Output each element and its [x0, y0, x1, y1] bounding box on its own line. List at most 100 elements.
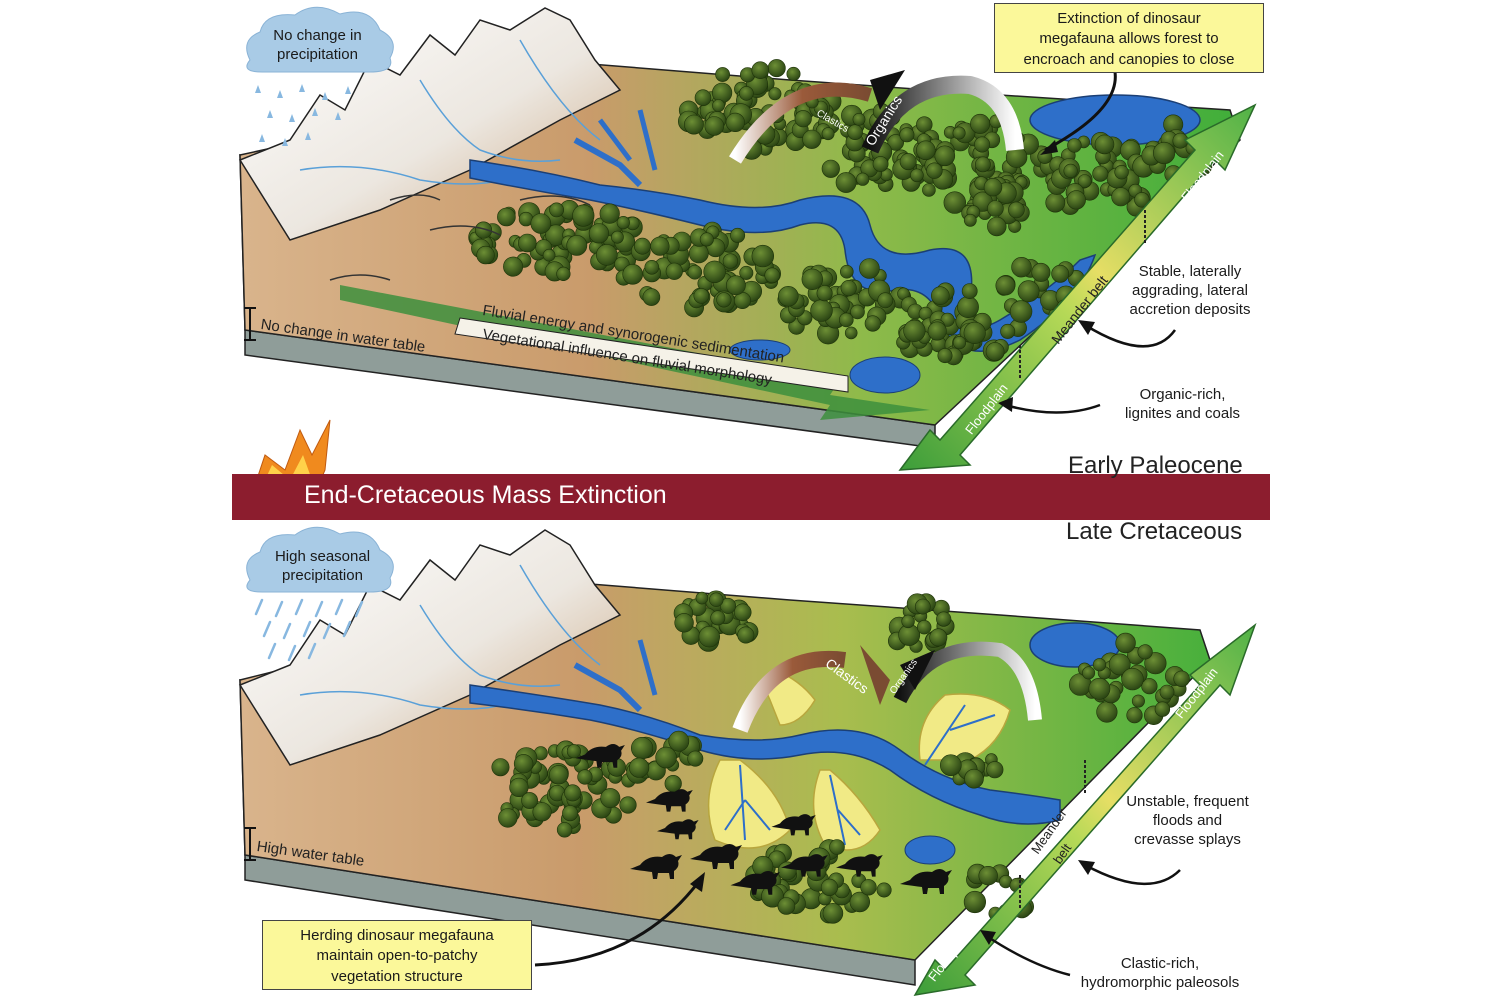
- bottom-meander-note-line-2: floods and: [1152, 811, 1223, 829]
- late-cretaceous-label: Late Cretaceous: [1066, 518, 1243, 545]
- tree-canopy-icon: [986, 761, 1004, 779]
- tree-canopy-icon: [491, 758, 510, 777]
- tree-canopy-icon: [1045, 192, 1066, 213]
- tree-canopy-icon: [595, 244, 618, 266]
- tree-canopy-icon: [1114, 165, 1129, 180]
- tree-canopy-icon: [556, 822, 573, 838]
- tree-canopy-icon: [1144, 652, 1167, 675]
- tree-canopy-icon: [914, 598, 931, 615]
- tree-canopy-icon: [1031, 262, 1051, 282]
- tree-canopy-icon: [751, 244, 774, 268]
- tree-canopy-icon: [1121, 667, 1144, 691]
- dinosaur-icon: [730, 871, 780, 895]
- top-meander-note-line-1: Stable, laterally: [1138, 263, 1242, 280]
- tree-canopy-icon: [1126, 707, 1143, 724]
- tree-canopy-icon: [1008, 201, 1025, 219]
- tree-canopy-icon: [838, 312, 854, 328]
- tree-canopy-icon: [521, 792, 539, 809]
- tree-canopy-icon: [963, 321, 986, 345]
- tree-canopy-icon: [852, 113, 866, 126]
- tree-canopy-icon: [730, 227, 746, 243]
- tree-canopy-icon: [517, 233, 537, 253]
- tree-canopy-icon: [1115, 632, 1136, 654]
- tree-canopy-icon: [751, 61, 770, 79]
- tree-canopy-icon: [694, 89, 712, 106]
- tree-canopy-icon: [840, 280, 857, 297]
- tree-canopy-icon: [957, 296, 979, 319]
- tree-canopy-icon: [1131, 694, 1145, 708]
- top-meander-note-line-2: aggrading, lateral: [1132, 281, 1248, 299]
- tree-canopy-icon: [1000, 323, 1016, 339]
- tree-canopy-icon: [1173, 670, 1190, 687]
- tree-canopy-icon: [572, 204, 595, 227]
- top-floodplain-note: Organic-rich, lignites and coals: [1100, 386, 1265, 424]
- bottom-cloud-line-2: precipitation: [282, 566, 363, 584]
- tree-canopy-icon: [1017, 280, 1040, 303]
- tree-canopy-icon: [887, 134, 905, 151]
- tree-canopy-icon: [899, 127, 915, 143]
- tree-canopy-icon: [642, 288, 661, 306]
- dinosaur-icon: [630, 854, 682, 879]
- tree-canopy-icon: [566, 744, 582, 759]
- tree-canopy-icon: [503, 256, 524, 277]
- dinosaur-icon: [575, 744, 625, 768]
- tree-canopy-icon: [821, 127, 835, 141]
- tree-canopy-icon: [564, 784, 582, 802]
- top-clastics-flux-arrow: [729, 82, 873, 164]
- tree-canopy-icon: [1082, 666, 1096, 680]
- top-floodplain-note-line-1: Organic-rich,: [1139, 386, 1226, 403]
- top-organics-flux-arrow: [861, 75, 1024, 154]
- top-floodplain-note-line-2: lignites and coals: [1124, 404, 1241, 422]
- tree-canopy-icon: [644, 259, 660, 275]
- top-axis-arrow: [898, 103, 1257, 471]
- tree-canopy-icon: [767, 59, 786, 78]
- top-callout-line-2: megafauna allows forest to: [1039, 30, 1219, 48]
- dinosaur-icon: [646, 789, 693, 812]
- bottom-callout-pointer: [534, 879, 702, 967]
- bottom-axis-arrow: [913, 622, 1257, 996]
- tree-canopy-icon: [600, 788, 621, 809]
- top-meander-note: Stable, laterally aggrading, lateral acc…: [1110, 263, 1270, 319]
- tree-canopy-icon: [513, 754, 534, 774]
- tree-canopy-icon: [1011, 257, 1032, 278]
- tree-canopy-icon: [1063, 163, 1078, 178]
- top-cloud-line-1: No change in: [273, 27, 362, 44]
- tree-canopy-icon: [556, 266, 571, 282]
- top-callout-line-3: encroach and canopies to close: [1023, 50, 1235, 68]
- tree-canopy-icon: [764, 267, 781, 284]
- tree-canopy-icon: [704, 116, 725, 136]
- top-meander-note-pointer: [1084, 323, 1177, 348]
- tree-canopy-icon: [719, 597, 736, 614]
- tree-canopy-icon: [664, 774, 682, 793]
- tree-canopy-icon: [961, 283, 978, 299]
- tree-canopy-icon: [985, 342, 1005, 361]
- bottom-callout-line-1: Herding dinosaur megafauna: [300, 927, 494, 944]
- tree-canopy-icon: [850, 304, 865, 320]
- tree-canopy-icon: [712, 99, 725, 112]
- tree-canopy-icon: [698, 625, 720, 648]
- tree-canopy-icon: [901, 614, 915, 629]
- bottom-meander-note-line-3: crevasse splays: [1134, 830, 1241, 848]
- tree-canopy-icon: [864, 315, 881, 332]
- tree-canopy-icon: [1094, 134, 1115, 155]
- tree-canopy-icon: [588, 223, 610, 244]
- tree-canopy-icon: [822, 902, 844, 924]
- tree-canopy-icon: [1137, 644, 1153, 660]
- tree-canopy-icon: [1077, 174, 1092, 188]
- top-cloud-label: No change in precipitation: [255, 27, 380, 65]
- tree-canopy-icon: [549, 202, 564, 218]
- tree-canopy-icon: [839, 264, 854, 279]
- tree-canopy-icon: [937, 348, 953, 364]
- tree-canopy-icon: [916, 619, 932, 635]
- tree-canopy-icon: [768, 87, 782, 101]
- tree-canopy-icon: [777, 285, 799, 307]
- tree-canopy-icon: [498, 808, 518, 828]
- bottom-floodplain-note-line-2: hydromorphic paleosols: [1080, 973, 1240, 991]
- tree-canopy-icon: [970, 113, 991, 134]
- tree-canopy-icon: [963, 890, 987, 914]
- tree-canopy-icon: [934, 145, 956, 167]
- top-meander-note-line-3: accretion deposits: [1129, 300, 1251, 318]
- tree-canopy-icon: [927, 321, 947, 341]
- tree-canopy-icon: [509, 777, 529, 798]
- tree-canopy-icon: [668, 730, 690, 752]
